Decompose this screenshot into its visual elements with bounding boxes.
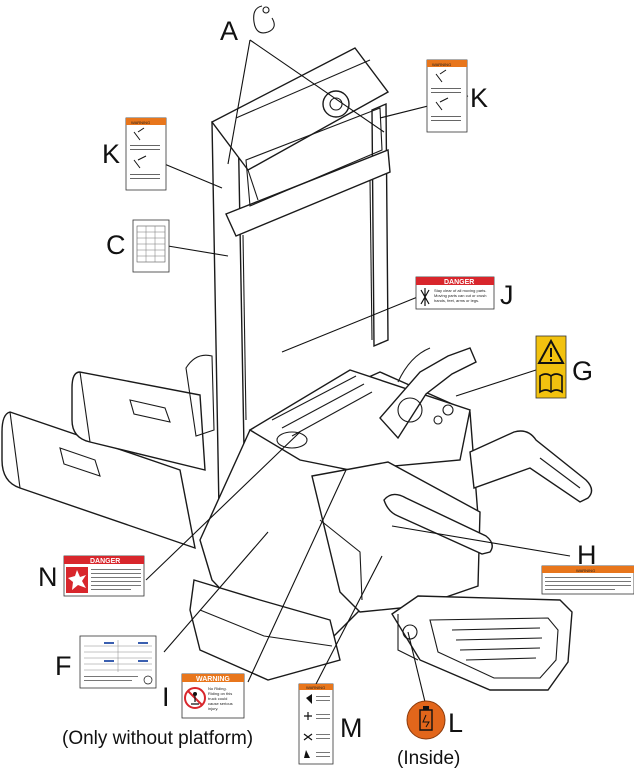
decal-i-text: No Riding. Riding on this truck could ca… — [208, 686, 234, 711]
decal-f-nameplate — [79, 635, 157, 689]
decal-l-inside — [406, 700, 446, 740]
decal-i-header: WARNING — [196, 676, 230, 683]
decal-k-right: WARNING — [426, 59, 468, 133]
manual-book-icon — [539, 373, 563, 394]
caption-only-without-platform: (Only without platform) — [62, 728, 253, 749]
grab-bar — [383, 493, 493, 555]
label-l: L — [448, 708, 463, 738]
cup-holder — [276, 431, 308, 449]
decal-i-no-riding: WARNING No Riding. Riding on this truck … — [181, 673, 245, 719]
load-backrest — [185, 354, 215, 437]
explosion-icon — [68, 570, 86, 590]
decal-g-read-manual — [535, 335, 567, 399]
tiller-arm — [379, 347, 477, 440]
decal-j-header: DANGER — [444, 279, 474, 286]
leader-lines — [145, 39, 571, 707]
label-m: M — [340, 713, 363, 743]
side-handle — [469, 430, 593, 503]
captions: (Only without platform) (Inside) — [62, 728, 460, 769]
decal-h-warning: WARNING — [541, 565, 634, 595]
decal-k-right-header: WARNING — [432, 62, 451, 67]
label-k-left: K — [102, 139, 120, 169]
label-n: N — [38, 562, 58, 592]
lifting-hook — [253, 5, 275, 34]
decal-n-header: DANGER — [90, 558, 120, 565]
label-c: C — [106, 230, 126, 260]
label-g: G — [572, 356, 593, 386]
caption-inside: (Inside) — [397, 748, 460, 769]
decal-c-capacity-chart — [132, 219, 170, 273]
decal-j-danger: DANGER Stay clear of all moving parts. M… — [415, 276, 495, 310]
decal-j-text: Stay clear of all moving parts. Moving p… — [434, 288, 488, 303]
decal-n-danger: DANGER — [63, 555, 145, 597]
no-riding-icon — [184, 687, 206, 709]
decal-m-header: WARNING — [306, 685, 325, 690]
side-cover — [311, 461, 481, 613]
decal-m-warning: WARNING — [298, 683, 334, 765]
decal-k-left-header: WARNING — [131, 120, 150, 125]
label-k-right: K — [470, 83, 488, 113]
label-a: A — [220, 16, 238, 46]
label-f: F — [55, 651, 72, 681]
tiller-head — [397, 397, 423, 423]
mast-top-carriage — [210, 47, 390, 171]
callout-letters: A K K C J G H N F I M L — [38, 16, 597, 743]
caution-triangle-icon — [537, 338, 565, 364]
base-frame — [189, 579, 341, 681]
label-j: J — [500, 280, 514, 310]
label-h: H — [577, 540, 597, 570]
decal-k-left: WARNING — [125, 117, 167, 191]
label-i: I — [162, 682, 170, 712]
decal-h-header: WARNING — [576, 568, 595, 573]
pallet-truck-drawing — [1, 5, 593, 691]
mast-pulley — [322, 90, 350, 118]
lift-plate — [225, 149, 391, 237]
